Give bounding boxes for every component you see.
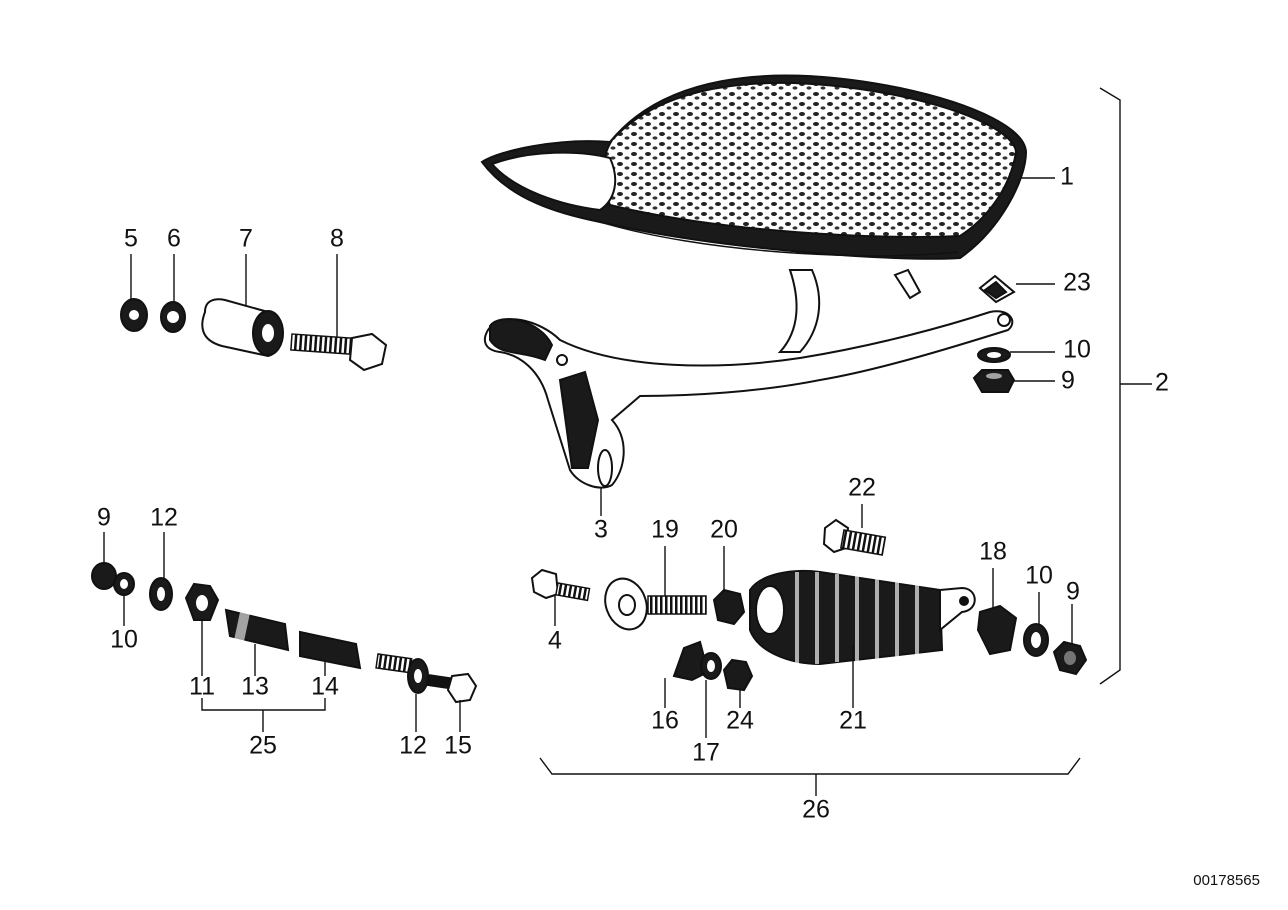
callout-13: 13 xyxy=(241,673,269,701)
callout-8: 8 xyxy=(330,225,344,253)
callout-10-left: 10 xyxy=(110,626,138,654)
sleeve-set-5-8 xyxy=(120,298,388,372)
seat-hardware-23-10-9 xyxy=(972,274,1016,393)
callout-15: 15 xyxy=(444,732,472,760)
callout-7: 7 xyxy=(239,225,253,253)
callout-18: 18 xyxy=(979,538,1007,566)
callout-6: 6 xyxy=(167,225,181,253)
callout-17: 17 xyxy=(692,739,720,767)
callout-11: 11 xyxy=(189,673,215,701)
callout-23: 23 xyxy=(1063,269,1091,297)
callout-9-left: 9 xyxy=(97,504,111,532)
callout-22: 22 xyxy=(848,474,876,502)
callout-1: 1 xyxy=(1060,163,1074,191)
callout-5: 5 xyxy=(124,225,138,253)
callout-10-seat: 10 xyxy=(1063,336,1091,364)
callout-4: 4 xyxy=(548,627,562,655)
leader-lines xyxy=(103,87,1152,796)
callout-25: 25 xyxy=(249,732,277,760)
callout-19: 19 xyxy=(651,516,679,544)
callout-26: 26 xyxy=(802,796,830,824)
callout-21: 21 xyxy=(839,707,867,735)
callout-24: 24 xyxy=(726,707,754,735)
diagram-reference-number: 00178565 xyxy=(1193,872,1260,889)
callout-16: 16 xyxy=(651,707,679,735)
callout-12-top: 12 xyxy=(150,504,178,532)
callout-14: 14 xyxy=(311,673,339,701)
callout-20: 20 xyxy=(710,516,738,544)
callout-labels: 1 2 3 4 5 6 7 8 9 9 9 10 10 10 11 12 12 … xyxy=(97,163,1169,824)
bolt-set-9-15 xyxy=(91,562,478,704)
callout-3: 3 xyxy=(594,516,608,544)
shock-absorber-set xyxy=(530,518,1088,692)
callout-2: 2 xyxy=(1155,369,1169,397)
callout-10-shock: 10 xyxy=(1025,562,1053,590)
callout-9-seat: 9 xyxy=(1061,367,1075,395)
seat-part xyxy=(480,74,1028,260)
callout-12-bottom: 12 xyxy=(399,732,427,760)
callout-9-shock: 9 xyxy=(1066,578,1080,606)
seat-frame-part xyxy=(483,268,1014,489)
